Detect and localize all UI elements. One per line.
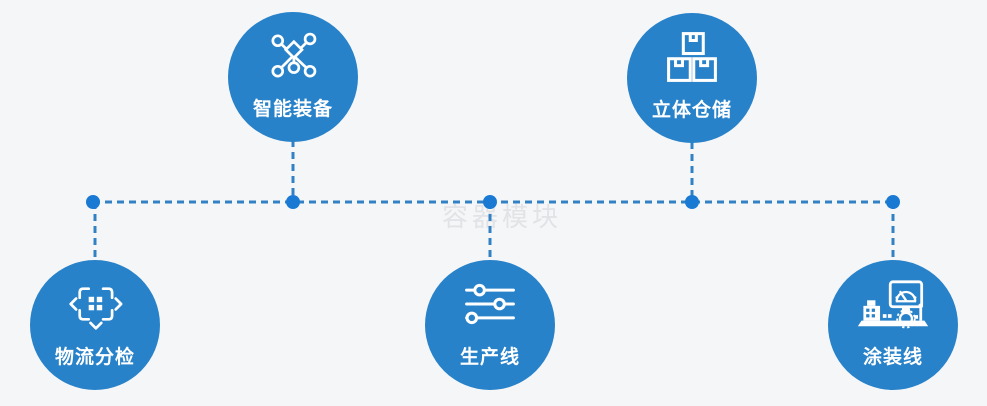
node-label: 涂装线 (862, 347, 923, 368)
node-label: 物流分检 (54, 347, 135, 368)
node-label: 智能装备 (252, 99, 333, 120)
node-smart-equipment: 智能装备 (228, 12, 358, 142)
junction-dot (685, 195, 699, 209)
sorting-arrows-icon (67, 280, 123, 330)
node-stereo-warehouse: 立体仓储 (627, 13, 757, 143)
node-label: 立体仓储 (651, 100, 732, 121)
junction-dot (86, 195, 100, 209)
watermark-text: 容器模块 (441, 202, 562, 232)
node-logistics-sorting: 物流分检 (30, 260, 160, 390)
node-painting-line: 涂装线 (828, 260, 958, 390)
network-nodes-icon (264, 32, 322, 80)
stacked-boxes-icon (666, 32, 718, 82)
junction-dot (286, 195, 300, 209)
node-production-line: 生产线 (425, 260, 555, 390)
junction-dot (483, 195, 497, 209)
node-label: 生产线 (459, 347, 520, 368)
sliders-icon (464, 280, 516, 328)
junction-dot (886, 195, 900, 209)
machine-monitor-icon (856, 280, 930, 329)
